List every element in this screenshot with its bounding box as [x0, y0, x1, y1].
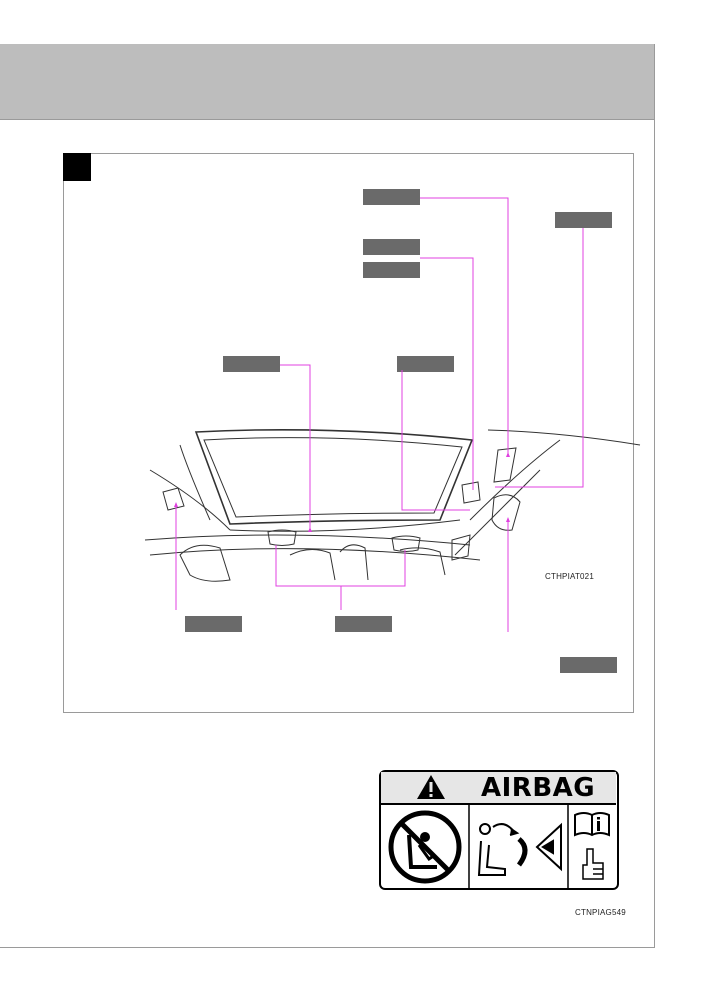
label-caption: CTNPIAG549: [575, 908, 626, 917]
warning-triangle-icon: [417, 775, 445, 799]
label-pictograms: [388, 805, 610, 889]
callout-2: [555, 212, 612, 228]
callout-7: [185, 616, 242, 632]
airbag-deploy-icon: [477, 822, 562, 876]
callout-5: [223, 356, 280, 372]
figure-section-tab: [63, 153, 91, 181]
page-bottom-rule: [0, 947, 655, 948]
page-right-rule: [654, 44, 655, 948]
callout-6: [397, 356, 454, 372]
label-title: AIRBAG: [481, 773, 596, 803]
leader-arrowheads: [174, 452, 510, 532]
no-child-seat-icon: [388, 810, 462, 884]
manual-book-icon: [574, 812, 610, 837]
page-header-band: [0, 44, 654, 120]
callout-8: [335, 616, 392, 632]
figure-frame: [63, 153, 634, 713]
leader-lines: [175, 197, 584, 632]
label-header: AIRBAG: [381, 772, 616, 805]
airbag-warning-label: AIRBAG: [379, 770, 619, 890]
figure-caption: CTHPIAT021: [545, 572, 594, 581]
callout-4: [363, 262, 420, 278]
callout-9: [560, 657, 617, 673]
callout-3: [363, 239, 420, 255]
car-ceiling-drawing: [144, 428, 641, 582]
pointing-hand-icon: [582, 848, 604, 880]
callout-1: [363, 189, 420, 205]
